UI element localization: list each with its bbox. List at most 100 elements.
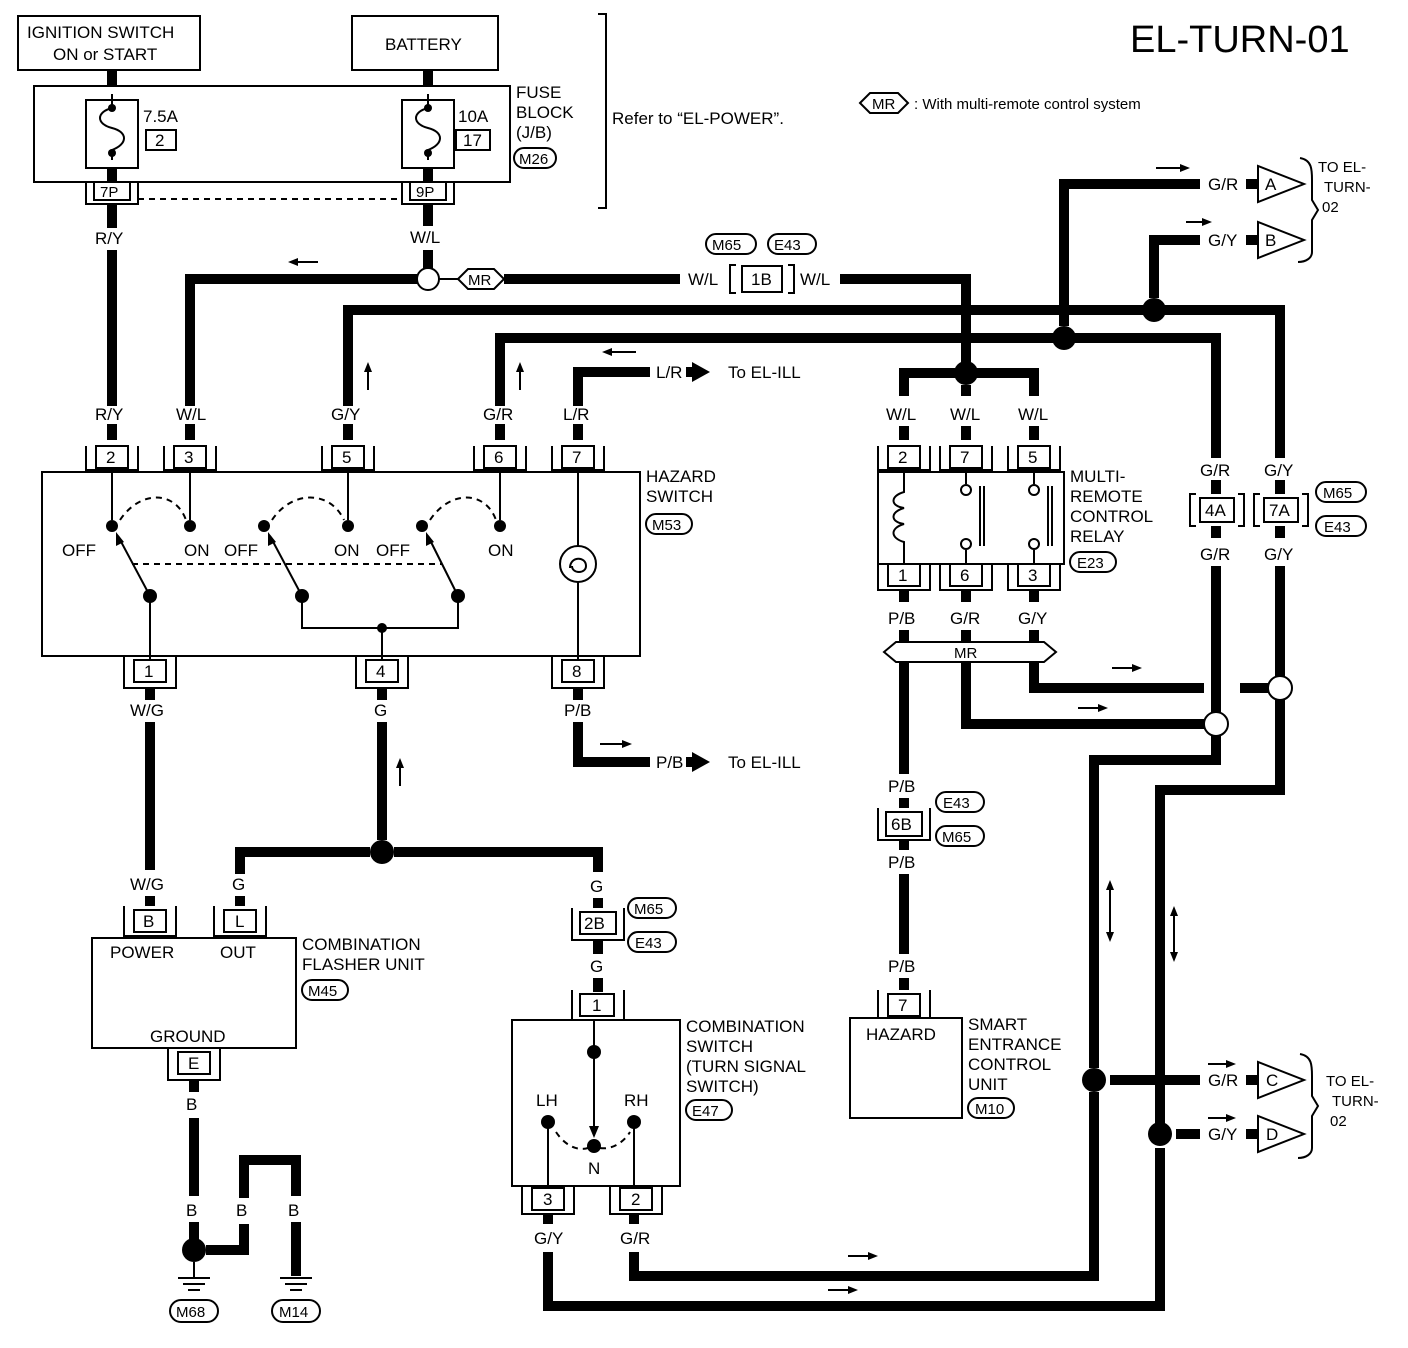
relay-label-1: MULTI- xyxy=(1070,467,1125,486)
svg-text:B: B xyxy=(236,1201,247,1220)
svg-text:W/L: W/L xyxy=(1018,405,1048,424)
turn-switch-terminal-3: 3 xyxy=(521,1186,575,1215)
svg-text:P/B: P/B xyxy=(888,957,915,976)
to-turn02-bot-1: TO EL- xyxy=(1326,1073,1374,1090)
fuse1-rating: 7.5A xyxy=(143,107,179,126)
connector-2b: 2B xyxy=(571,908,625,941)
svg-text:MR: MR xyxy=(468,272,491,289)
svg-text:R/Y: R/Y xyxy=(95,405,123,424)
svg-text:G/Y: G/Y xyxy=(1018,609,1047,628)
fuse1-number: 2 xyxy=(155,131,164,150)
flasher-box xyxy=(91,937,297,1049)
arrow-c xyxy=(1257,1060,1307,1100)
turn-switch-terminal-1: 1 xyxy=(571,990,625,1021)
svg-text:E43: E43 xyxy=(774,237,801,254)
svg-text:G/Y: G/Y xyxy=(331,405,360,424)
svg-text:1: 1 xyxy=(592,996,601,1015)
relay-label-3: CONTROL xyxy=(1070,507,1153,526)
svg-text:8: 8 xyxy=(572,662,581,681)
svg-text:4A: 4A xyxy=(1205,501,1226,520)
mr-legend: MR : With multi-remote control system xyxy=(858,92,1141,114)
svg-text:1: 1 xyxy=(898,566,907,585)
fuse-block-label-3: (J/B) xyxy=(516,123,552,142)
turn-switch-terminal-2: 2 xyxy=(609,1186,663,1215)
svg-text:G: G xyxy=(590,877,603,896)
svg-text:3: 3 xyxy=(184,448,193,467)
flasher-label-1: COMBINATION xyxy=(302,935,421,954)
fuse-7-5a xyxy=(85,94,139,186)
svg-text:M65: M65 xyxy=(712,237,741,254)
mr-legend-text: : With multi-remote control system xyxy=(914,96,1141,113)
svg-text:To EL-ILL: To EL-ILL xyxy=(728,753,801,772)
svg-text:G/R: G/R xyxy=(1208,175,1238,194)
smart-unit-terminal-7: 7 xyxy=(877,990,931,1019)
arrow-d xyxy=(1257,1114,1307,1154)
connector-1b: 1B xyxy=(729,264,795,294)
svg-text:6: 6 xyxy=(960,566,969,585)
to-turn02-bot-2: TURN- xyxy=(1332,1093,1379,1110)
svg-text:2: 2 xyxy=(631,1190,640,1209)
svg-text:POWER: POWER xyxy=(110,943,174,962)
mr-bar: MR xyxy=(882,641,1058,663)
to-turn02-bot-3: 02 xyxy=(1330,1113,1347,1130)
smart-unit-connector: M10 xyxy=(975,1101,1004,1118)
svg-text:P/B: P/B xyxy=(888,609,915,628)
turn-switch-label-3: (TURN SIGNAL xyxy=(686,1057,806,1076)
svg-text:7: 7 xyxy=(960,448,969,467)
arrow-b xyxy=(1257,220,1307,260)
mr-legend-tag: MR xyxy=(872,96,895,113)
svg-text:W/G: W/G xyxy=(130,875,164,894)
svg-text:9P: 9P xyxy=(416,184,434,201)
svg-text:W/L: W/L xyxy=(950,405,980,424)
svg-text:6B: 6B xyxy=(891,815,912,834)
flasher-terminal-e: E xyxy=(167,1048,221,1081)
svg-text:G: G xyxy=(374,701,387,720)
flasher-label-2: FLASHER UNIT xyxy=(302,955,425,974)
ignition-label-1: IGNITION SWITCH xyxy=(27,23,174,42)
flasher-connector: M45 xyxy=(308,983,337,1000)
svg-text:OFF: OFF xyxy=(62,541,96,560)
svg-text:B: B xyxy=(186,1095,197,1114)
splice-open-wl xyxy=(416,267,440,291)
terminal-9p: 9P xyxy=(401,181,455,205)
hazard-label-2: SWITCH xyxy=(646,487,713,506)
svg-text:G/R: G/R xyxy=(1200,461,1230,480)
relay-label-4: RELAY xyxy=(1070,527,1125,546)
mr-tag-wl: MR xyxy=(456,268,506,290)
svg-text:7A: 7A xyxy=(1269,501,1290,520)
svg-text:W/L: W/L xyxy=(688,270,718,289)
svg-text:L/R: L/R xyxy=(563,405,589,424)
svg-text:7: 7 xyxy=(572,448,581,467)
svg-text:5: 5 xyxy=(342,448,351,467)
turn-switch-label-4: SWITCH) xyxy=(686,1077,759,1096)
svg-text:OFF: OFF xyxy=(376,541,410,560)
svg-text:ON: ON xyxy=(334,541,360,560)
smart-unit-label-3: CONTROL xyxy=(968,1055,1051,1074)
svg-text:B: B xyxy=(186,1201,197,1220)
svg-text:G/Y: G/Y xyxy=(1264,461,1293,480)
smart-unit-label-2: ENTRANCE xyxy=(968,1035,1062,1054)
svg-text:1B: 1B xyxy=(751,270,772,289)
svg-text:RH: RH xyxy=(624,1091,649,1110)
fuse2-number: 17 xyxy=(463,131,482,150)
svg-text:2B: 2B xyxy=(584,914,605,933)
svg-text:To EL-ILL: To EL-ILL xyxy=(728,363,801,382)
svg-text:R/Y: R/Y xyxy=(95,229,123,248)
hazard-label-1: HAZARD xyxy=(646,467,716,486)
svg-text:4: 4 xyxy=(376,662,385,681)
svg-text:W/L: W/L xyxy=(886,405,916,424)
svg-text:7: 7 xyxy=(898,996,907,1015)
ignition-label-2: ON or START xyxy=(53,45,157,64)
terminal-7p: 7P xyxy=(85,181,139,205)
turn-switch-connector: E47 xyxy=(692,1103,719,1120)
svg-text:P/B: P/B xyxy=(888,777,915,796)
svg-text:M65: M65 xyxy=(942,829,971,846)
fuse-block-connector: M26 xyxy=(519,151,548,168)
svg-text:G: G xyxy=(590,957,603,976)
svg-text:D: D xyxy=(1266,1125,1278,1144)
svg-text:G/Y: G/Y xyxy=(1264,545,1293,564)
svg-text:B: B xyxy=(1265,231,1276,250)
svg-text:G/R: G/R xyxy=(620,1229,650,1248)
to-turn02-top-1: TO EL- xyxy=(1318,159,1366,176)
